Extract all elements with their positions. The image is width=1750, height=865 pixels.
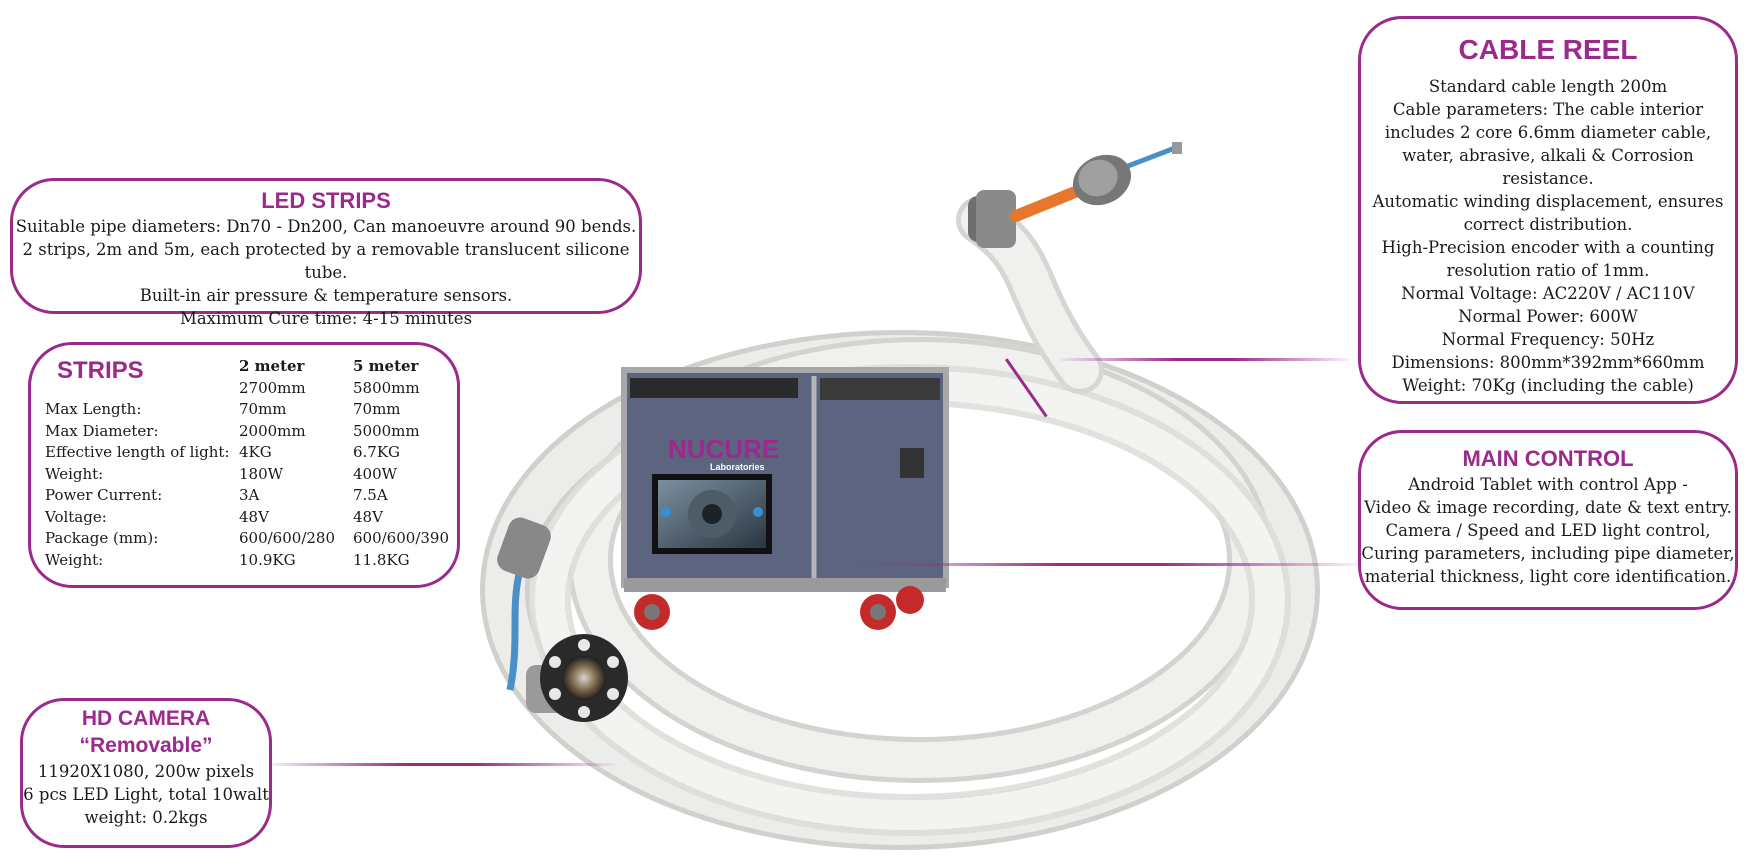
table-row: 2700mm 5800mm [45, 379, 449, 401]
cable-reel-line: Standard cable length 200m [1428, 77, 1668, 96]
main-control-line: material thickness, light core identific… [1364, 567, 1732, 586]
row-value-2m: 3A [239, 486, 260, 504]
row-label: Package (mm): [45, 529, 159, 547]
led-strips-box: LED STRIPS Suitable pipe diameters: Dn70… [10, 178, 642, 328]
row-value-5m: 11.8KG [353, 550, 410, 569]
row-value-2m: 4KG [239, 443, 272, 461]
row-label: Weight: [45, 550, 104, 569]
hd-camera-line: 6 pcs LED Light, total 10walt [23, 785, 269, 804]
row-value-2m: 48V [239, 507, 269, 526]
main-control-line: Curing parameters, including pipe diamet… [1361, 544, 1735, 563]
col-header-5-meter: 5 meter [353, 357, 419, 375]
row-value-5m: 70mm [353, 400, 401, 418]
row-value-2m: 2000mm [239, 421, 306, 440]
connector-main-control [860, 563, 1360, 566]
connector-hd-camera [265, 763, 615, 766]
cable-reel-line: resolution ratio of 1mm. [1446, 261, 1650, 280]
cable-reel-line: water, abrasive, alkali & Corrosion resi… [1402, 146, 1694, 188]
cable-reel-line: Normal Voltage: AC220V / AC110V [1401, 284, 1695, 303]
hd-camera-title: HD CAMERA [81, 707, 211, 730]
main-control-title: MAIN CONTROL [1462, 446, 1634, 471]
row-value-5m: 7.5A [353, 486, 388, 504]
hd-camera-box: HD CAMERA “Removable” 11920X1080, 200w p… [20, 698, 272, 848]
product-illustration: NUCURE Laboratories [480, 142, 1320, 850]
main-control-line: Android Tablet with control App - [1408, 475, 1688, 494]
row-label: Max Length: [45, 400, 142, 418]
table-row: Weight: 10.9KG 11.8KG [45, 551, 449, 573]
cable-reel-line: correct distribution. [1463, 215, 1633, 234]
row-value-2m: 2700mm [239, 378, 306, 397]
cable-reel-title: CABLE REEL [1458, 34, 1638, 65]
main-control-box: MAIN CONTROL Android Tablet with control… [1358, 430, 1738, 610]
strips-spec-table: 2 meter 5 meter 2700mm 5800mm Max Length:… [45, 357, 449, 572]
row-value-5m: 600/600/390 [353, 529, 449, 547]
row-label [45, 379, 239, 401]
table-row: Effective length of light: 4KG 6.7KG [45, 443, 449, 465]
cable-reel-line: Normal Power: 600W [1458, 307, 1638, 326]
cable-reel-line: High-Precision encoder with a counting [1381, 238, 1715, 257]
hd-camera-line: weight: 0.2kgs [84, 808, 208, 827]
table-row: Weight: 180W 400W [45, 465, 449, 487]
cable-reel-box: CABLE REEL Standard cable length 200m Ca… [1358, 16, 1738, 404]
row-value-5m: 5800mm [353, 378, 420, 397]
connector-cable-reel [1060, 358, 1350, 361]
cable-reel-line: Dimensions: 800mm*392mm*660mm [1391, 353, 1705, 372]
svg-text:Laboratories: Laboratories [710, 462, 765, 472]
led-strips-line: 2 strips, 2m and 5m, each protected by a… [22, 240, 630, 282]
row-label: Max Diameter: [45, 421, 159, 440]
row-value-2m: 600/600/280 [239, 529, 335, 547]
cable-reel-line: Normal Frequency: 50Hz [1441, 330, 1655, 349]
row-label: Weight: [45, 464, 104, 483]
row-label: Effective length of light: [45, 443, 230, 461]
hd-camera-subtitle: “Removable” [79, 734, 213, 757]
cable-reel-line: includes 2 core 6.6mm diameter cable, [1384, 123, 1712, 142]
row-value-5m: 48V [353, 507, 383, 526]
table-row: Package (mm): 600/600/280 600/600/390 [45, 529, 449, 551]
table-row: Voltage: 48V 48V [45, 508, 449, 530]
row-value-2m: 70mm [239, 400, 287, 418]
camera-head [497, 517, 628, 722]
row-value-2m: 180W [239, 464, 284, 483]
led-strips-title: LED STRIPS [261, 188, 391, 213]
hd-camera-line: 11920X1080, 200w pixels [37, 762, 255, 781]
table-header-row: 2 meter 5 meter [45, 357, 449, 379]
row-value-5m: 400W [353, 464, 398, 483]
row-label: Power Current: [45, 486, 163, 504]
led-strips-line: Maximum Cure time: 4-15 minutes [179, 309, 473, 328]
strips-title: STRIPS [57, 357, 144, 384]
cable-upper [968, 142, 1182, 248]
table-row: Power Current: 3A 7.5A [45, 486, 449, 508]
svg-text:NUCURE: NUCURE [668, 434, 779, 464]
col-header-2-meter: 2 meter [239, 357, 305, 375]
strips-spec-box: STRIPS 2 meter 5 meter 2700mm 5800mm Max … [28, 342, 460, 588]
row-label: Voltage: [45, 507, 107, 526]
led-strips-line: Suitable pipe diameters: Dn70 - Dn200, C… [15, 217, 637, 236]
led-strips-line: Built-in air pressure & temperature sens… [139, 286, 513, 305]
table-row: Max Length: 70mm 70mm [45, 400, 449, 422]
tablet-screen [652, 474, 772, 554]
cable-reel-line: Weight: 70Kg (including the cable) [1402, 376, 1694, 395]
table-row: Max Diameter: 2000mm 5000mm [45, 422, 449, 444]
row-value-5m: 6.7KG [353, 443, 401, 461]
main-control-line: Video & image recording, date & text ent… [1364, 498, 1732, 517]
main-control-line: Camera / Speed and LED light control, [1385, 521, 1711, 540]
cable-reel-line: Cable parameters: The cable interior [1392, 100, 1704, 119]
row-value-5m: 5000mm [353, 421, 420, 440]
cable-reel-line: Automatic winding displacement, ensures [1372, 192, 1724, 211]
brand-logo: NUCURE Laboratories [668, 434, 779, 472]
row-value-2m: 10.9KG [239, 550, 296, 569]
